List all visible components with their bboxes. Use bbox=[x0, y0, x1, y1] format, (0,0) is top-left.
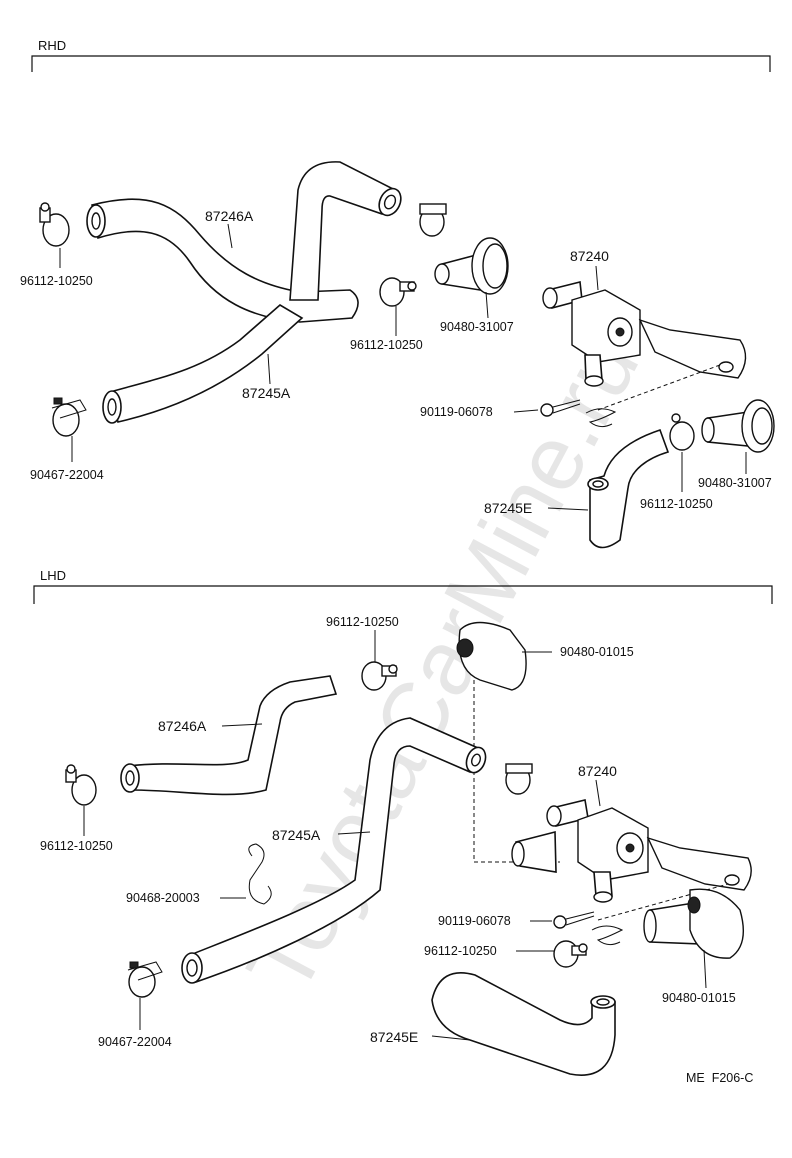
rhd-clip-90467 bbox=[51, 397, 87, 437]
rhd-dash-line bbox=[597, 364, 721, 411]
rhd-grommet-right bbox=[701, 399, 775, 453]
rhd-leader-grommet-top bbox=[485, 291, 489, 319]
lhd-hose-87245e bbox=[431, 971, 616, 1076]
lhd-grommet-top bbox=[456, 621, 527, 691]
rhd-hose-87245a bbox=[102, 304, 304, 424]
rhd-leader-screw bbox=[513, 409, 539, 413]
rhd-clamp-left bbox=[39, 202, 70, 247]
footer-code: ME F206-C bbox=[686, 1071, 753, 1085]
lhd-label-clamp-left: 96112-10250 bbox=[40, 839, 113, 853]
rhd-label-clamp-mid: 96112-10250 bbox=[350, 338, 423, 352]
rhd-water-valve-87240 bbox=[542, 281, 747, 387]
lhd-clip-90467 bbox=[127, 961, 163, 998]
rhd-section-title: RHD bbox=[38, 38, 66, 53]
rhd-hose-87245e bbox=[587, 428, 670, 549]
lhd-clamp-valve bbox=[505, 763, 533, 795]
lhd-label-grommet-right: 90480-01015 bbox=[662, 991, 736, 1005]
lhd-hose-87245a bbox=[181, 717, 487, 984]
rhd-label-87240: 87240 bbox=[570, 248, 609, 264]
lhd-hose-87246a bbox=[120, 675, 338, 796]
lhd-screw-90119 bbox=[553, 911, 595, 929]
rhd-label-grommet-top: 90480-31007 bbox=[440, 320, 514, 334]
lhd-section: LHD bbox=[33, 568, 773, 1085]
lhd-leader-grommet-right bbox=[703, 949, 707, 989]
rhd-clamp-right bbox=[669, 413, 695, 451]
rhd-label-clamp-right: 96112-10250 bbox=[640, 497, 713, 511]
lhd-bracket-clip bbox=[591, 925, 624, 946]
rhd-label-screw: 90119-06078 bbox=[420, 405, 493, 419]
lhd-clamp-left bbox=[65, 764, 97, 806]
rhd-clamp-top bbox=[419, 203, 447, 237]
rhd-label-87245a: 87245A bbox=[242, 385, 291, 401]
lhd-label-wire-clip: 90468-20003 bbox=[126, 891, 200, 905]
rhd-label-grommet-right: 90480-31007 bbox=[698, 476, 772, 490]
lhd-wire-clip-90468 bbox=[248, 843, 272, 905]
lhd-label-clamp-top: 96112-10250 bbox=[326, 615, 399, 629]
rhd-bracket-clip bbox=[585, 408, 617, 428]
rhd-label-87245e: 87245E bbox=[484, 500, 532, 516]
rhd-leader-87245e bbox=[547, 507, 589, 511]
lhd-leader-87245a bbox=[337, 831, 371, 835]
rhd-leader-87246a bbox=[227, 223, 233, 249]
rhd-label-clamp-left: 96112-10250 bbox=[20, 274, 93, 288]
lhd-clamp-top bbox=[361, 661, 398, 691]
lhd-label-87240: 87240 bbox=[578, 763, 617, 779]
rhd-leader-87240 bbox=[595, 265, 599, 291]
lhd-leader-87240 bbox=[595, 779, 601, 807]
lhd-water-valve-87240 bbox=[511, 799, 752, 903]
lhd-leader-87246a bbox=[221, 723, 263, 727]
lhd-clamp-lower bbox=[553, 940, 588, 968]
rhd-leader-87245a bbox=[267, 353, 271, 385]
watermark: ToyotaCarMine.ru bbox=[228, 320, 659, 1009]
lhd-leader-87245e bbox=[431, 1035, 471, 1041]
rhd-bracket bbox=[31, 55, 771, 72]
lhd-label-screw: 90119-06078 bbox=[438, 914, 511, 928]
lhd-label-clip: 90467-22004 bbox=[98, 1035, 172, 1049]
lhd-label-87246a: 87246A bbox=[158, 718, 207, 734]
lhd-bracket bbox=[33, 585, 773, 604]
lhd-label-87245a: 87245A bbox=[272, 827, 321, 843]
rhd-screw-90119 bbox=[540, 399, 581, 417]
rhd-label-87246a: 87246A bbox=[205, 208, 254, 224]
lhd-grommet-right bbox=[643, 888, 744, 959]
lhd-label-87245e: 87245E bbox=[370, 1029, 418, 1045]
lhd-label-grommet-top: 90480-01015 bbox=[560, 645, 634, 659]
lhd-label-clamp-lower: 96112-10250 bbox=[424, 944, 497, 958]
rhd-section: RHD bbox=[20, 38, 775, 549]
rhd-label-clip: 90467-22004 bbox=[30, 468, 104, 482]
rhd-grommet-top bbox=[434, 237, 509, 295]
rhd-clamp-mid bbox=[379, 277, 417, 307]
lhd-section-title: LHD bbox=[40, 568, 66, 583]
rhd-hose-87246a bbox=[86, 161, 402, 323]
